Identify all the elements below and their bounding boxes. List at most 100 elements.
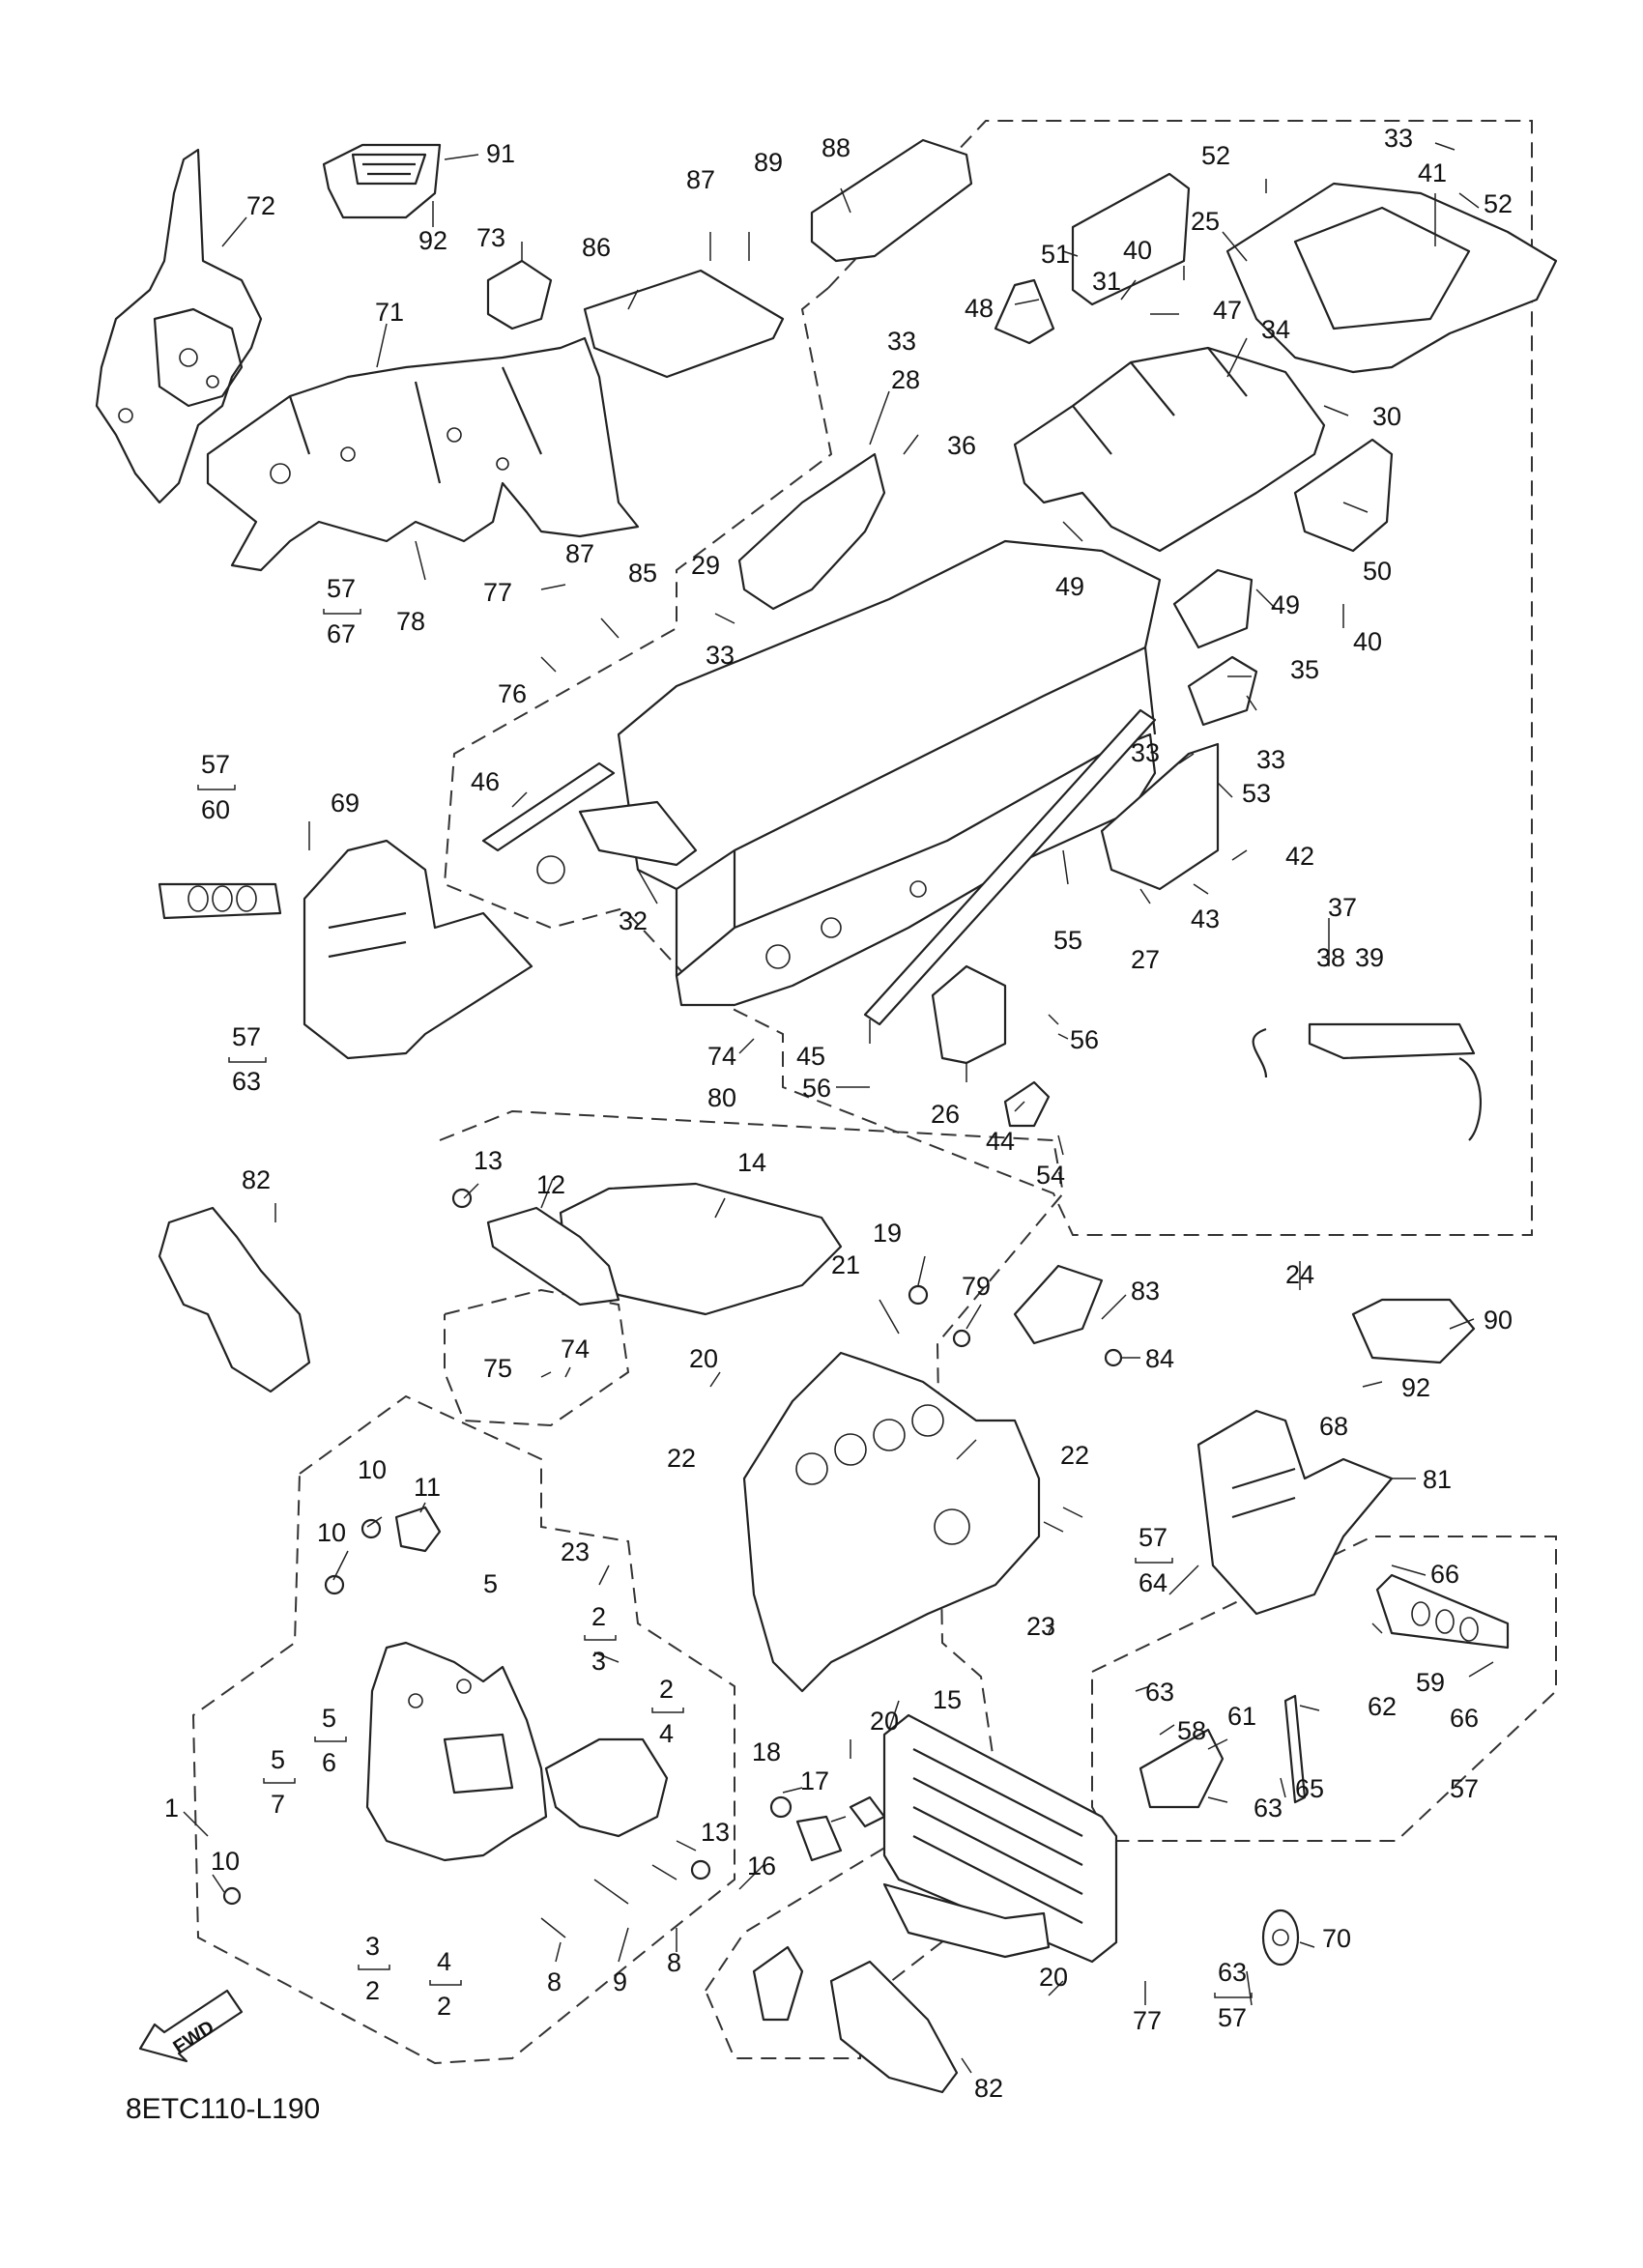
outline-rad-mount [705,1805,968,2059]
callout-16: 16 [747,1852,776,1880]
callout-20: 20 [689,1344,718,1373]
callout-41: 41 [1418,158,1447,187]
callout-29: 29 [691,551,720,580]
callout-57: 57 [1450,1774,1479,1803]
callout-18: 18 [752,1737,781,1766]
group-callout-57-63: 57 63 [228,1022,267,1096]
svg-text:3: 3 [365,1932,380,1961]
outline-rear-frame-24 [733,120,1533,1236]
callout-27: 27 [1131,945,1160,974]
part-34-rear-frame [1013,346,1326,553]
part-69-side-bracket [303,839,533,1060]
callout-8: 8 [547,1967,562,1996]
callout-5: 5 [483,1569,498,1598]
callout-37: 37 [1328,893,1357,922]
part-50-side-bracket [1293,438,1394,553]
svg-text:57: 57 [327,574,356,603]
callout-87: 87 [686,165,715,194]
group-callout-57-64: 57 64 [1135,1523,1173,1597]
part-10-nut-c [222,1886,242,1906]
callout-11: 11 [414,1473,441,1502]
group-callout-5-7: 5 7 [263,1745,296,1819]
part-8-bolt-b [651,1864,677,1880]
part-13-nut-b [690,1859,711,1880]
callout-30: 30 [1372,402,1401,431]
grouped-callouts: 57 67 57 60 57 63 2 3 2 4 5 6 [197,574,1253,2032]
part-90-footrest [1351,1298,1476,1364]
part-51-bracket [1071,172,1191,306]
callout-35: 35 [1290,655,1319,684]
group-callout-5-6: 5 6 [314,1704,347,1777]
part-60-plate [158,882,282,920]
callout-38: 38 [1316,943,1345,972]
callout-74: 74 [707,1042,736,1071]
callout-71: 71 [375,298,404,327]
callout-68: 68 [1319,1412,1348,1441]
part-86-plate [583,269,785,379]
callout-92: 92 [1401,1373,1430,1402]
part-49-bracket [1172,568,1254,649]
callout-10: 10 [211,1847,240,1876]
callout-45: 45 [796,1042,825,1071]
part-18-nut [769,1795,793,1819]
svg-text:5: 5 [322,1704,336,1733]
callout-77: 77 [1133,2006,1162,2035]
svg-text:57: 57 [201,750,230,779]
part-68-side-bracket [1196,1409,1394,1616]
outline-upper-frame [443,287,833,1011]
callout-47: 47 [1213,296,1242,325]
callout-65: 65 [1295,1774,1324,1803]
callout-52: 52 [1201,141,1230,170]
group-callout-2-4: 2 4 [651,1675,684,1748]
group-callout-57-67: 57 67 [323,574,361,648]
svg-text:4: 4 [659,1719,674,1748]
callout-76: 76 [498,679,527,708]
callout-79: 79 [962,1272,991,1301]
part-25-rear-plate [1225,182,1558,374]
callout-33: 33 [1131,738,1160,767]
outline-lower-frame-14 [439,1109,1065,1808]
svg-text:7: 7 [271,1790,285,1819]
callout-36: 36 [947,431,976,460]
callout-78: 78 [396,607,425,636]
part-91-vent-cover [322,143,442,219]
callout-14: 14 [737,1148,766,1177]
group-callout-2-3: 2 3 [584,1602,617,1676]
callout-19: 19 [873,1219,902,1248]
part-45-rail [863,708,1157,1026]
part-17-clamp [849,1795,886,1828]
callout-77: 77 [483,578,512,607]
callout-23: 23 [561,1537,590,1566]
svg-text:5: 5 [271,1745,285,1774]
svg-text:2: 2 [659,1675,674,1704]
part-19-nut [908,1284,929,1306]
callout-82: 82 [974,2074,1003,2103]
callout-52: 52 [1484,189,1513,218]
part-28-bracket [737,452,886,611]
leader-lines [183,142,1494,2074]
svg-text:3: 3 [591,1647,606,1676]
fwd-arrow-icon: FWD [138,1989,244,2063]
callout-13: 13 [701,1818,730,1847]
callout-61: 61 [1227,1702,1256,1731]
part-84-bolt [1104,1348,1123,1367]
callout-88: 88 [822,133,850,162]
part-79-bolt [952,1329,971,1348]
svg-text:57: 57 [1218,2003,1247,2032]
callout-56: 56 [1070,1025,1099,1054]
diagram-code: 8ETC110-L190 [126,2093,320,2125]
svg-text:2: 2 [437,1992,451,2021]
callout-56: 56 [802,1074,831,1103]
part-9-bolt [593,1879,629,1905]
part-71-upper-frame [206,336,640,572]
callout-1: 1 [164,1794,179,1823]
part-82-shield-lower [752,1945,959,2094]
callout-66: 66 [1430,1560,1459,1589]
svg-text:67: 67 [327,619,356,648]
callout-20: 20 [1039,1963,1068,1992]
svg-text:57: 57 [232,1022,261,1051]
part-lower-main-frame [742,1351,1041,1693]
callout-86: 86 [582,233,611,262]
part-15-radiator-support [882,1713,1118,1964]
